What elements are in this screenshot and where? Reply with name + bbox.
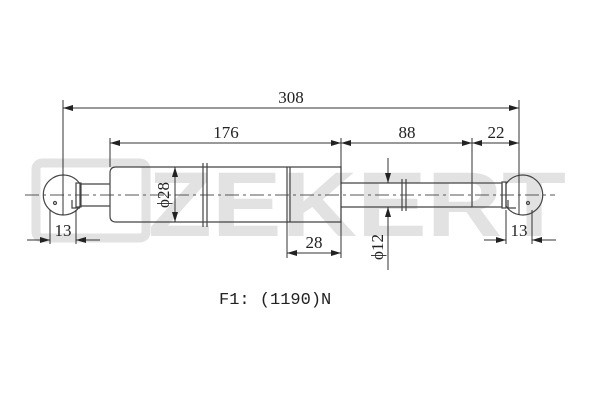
dim-label-d28: ϕ28 xyxy=(154,182,173,208)
dim-label-22: 22 xyxy=(488,123,505,142)
right-ball-joint xyxy=(501,174,544,216)
dim-label-left-13: 13 xyxy=(55,221,72,240)
dim-label-88: 88 xyxy=(399,123,416,142)
force-note: F1: (1190)N xyxy=(219,291,331,310)
dim-label-308: 308 xyxy=(278,88,304,107)
svg-text:ZEKERT: ZEKERT xyxy=(148,154,566,256)
zekert-watermark: ZEKERT xyxy=(31,154,566,256)
cylinder-body xyxy=(109,163,342,227)
dim-label-d12: ϕ12 xyxy=(368,234,387,260)
dim-label-176: 176 xyxy=(213,123,239,142)
left-ball-joint xyxy=(42,174,110,216)
dim-label-right-13: 13 xyxy=(511,221,528,240)
dim-label-28: 28 xyxy=(306,233,323,252)
